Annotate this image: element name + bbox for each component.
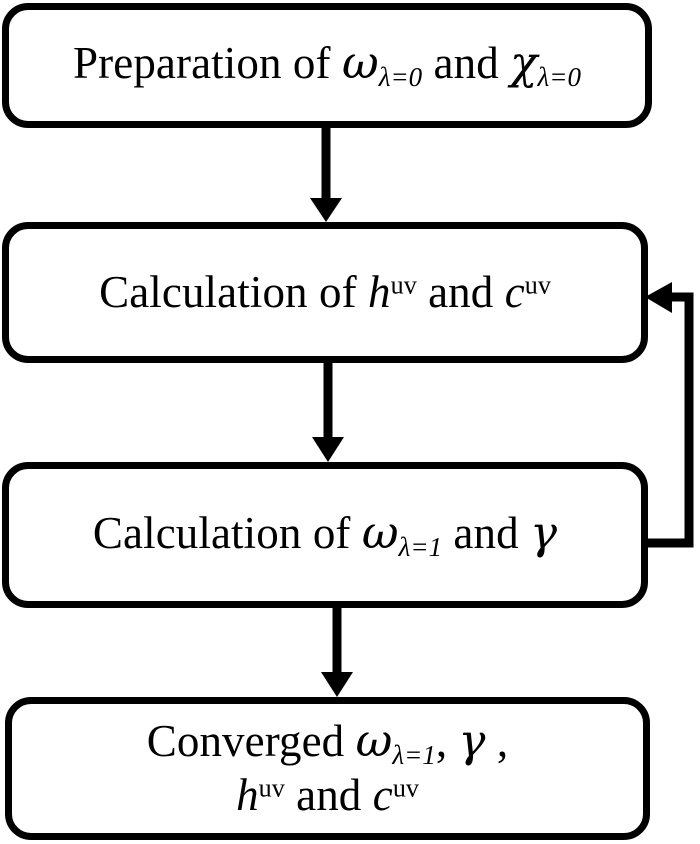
node-calculation-omega-gamma-label: Calculation of ωλ=1 and γ	[92, 505, 558, 562]
omega-subscript: λ=1	[392, 740, 436, 771]
node-converged-line-2: huv and cuv	[147, 770, 509, 820]
node-calculation-h-c-mid: and	[416, 267, 505, 318]
node-converged-label: Converged ωλ=1, γ , huv and cuv	[146, 714, 509, 821]
omega-symbol: ω	[355, 714, 393, 768]
node-preparation-lead: Preparation of	[73, 38, 342, 89]
node-calculation-omega-gamma[interactable]: Calculation of ωλ=1 and γ	[2, 462, 648, 608]
c-symbol: c	[372, 770, 393, 821]
h-superscript: uv	[258, 773, 285, 803]
omega-subscript: λ=0	[378, 62, 423, 93]
node-converged-line-1: Converged ωλ=1, γ ,	[146, 714, 509, 771]
node-converged-comma-1: ,	[435, 716, 459, 767]
c-superscript: uv	[524, 270, 551, 300]
arrow-calculation-h-c-to-calculation-omega-gamma	[312, 363, 344, 462]
gamma-symbol: γ	[530, 505, 558, 559]
node-calculation-omega-gamma-lead: Calculation of	[92, 507, 362, 558]
node-calculation-h-c[interactable]: Calculation of huv and cuv	[2, 222, 648, 363]
omega-subscript: λ=1	[398, 531, 443, 562]
feedback-arrow-calculation-omega-gamma-to-calculation-h-c	[645, 282, 694, 548]
chi-symbol: χ	[510, 36, 538, 90]
node-preparation[interactable]: Preparation of ωλ=0 and χλ=0	[2, 3, 652, 128]
arrow-calculation-omega-gamma-to-converged	[321, 608, 353, 697]
arrow-preparation-to-calculation-h-c	[310, 128, 342, 222]
node-converged-lead: Converged	[146, 716, 356, 767]
node-converged-mid: and	[284, 770, 373, 821]
c-superscript: uv	[392, 773, 419, 803]
c-symbol: c	[504, 267, 525, 318]
node-calculation-omega-gamma-mid: and	[442, 507, 531, 558]
chi-subscript: λ=0	[537, 62, 581, 93]
node-calculation-h-c-lead: Calculation of	[99, 267, 369, 318]
h-symbol: h	[236, 770, 259, 821]
node-converged[interactable]: Converged ωλ=1, γ , huv and cuv	[5, 697, 650, 840]
node-preparation-mid: and	[422, 38, 511, 89]
h-superscript: uv	[390, 270, 417, 300]
node-calculation-h-c-label: Calculation of huv and cuv	[99, 267, 551, 317]
omega-symbol: ω	[361, 505, 399, 559]
h-symbol: h	[368, 267, 391, 318]
node-preparation-label: Preparation of ωλ=0 and χλ=0	[73, 36, 581, 93]
node-converged-comma-2: ,	[485, 716, 509, 767]
gamma-symbol: γ	[458, 714, 486, 768]
omega-symbol: ω	[341, 36, 379, 90]
